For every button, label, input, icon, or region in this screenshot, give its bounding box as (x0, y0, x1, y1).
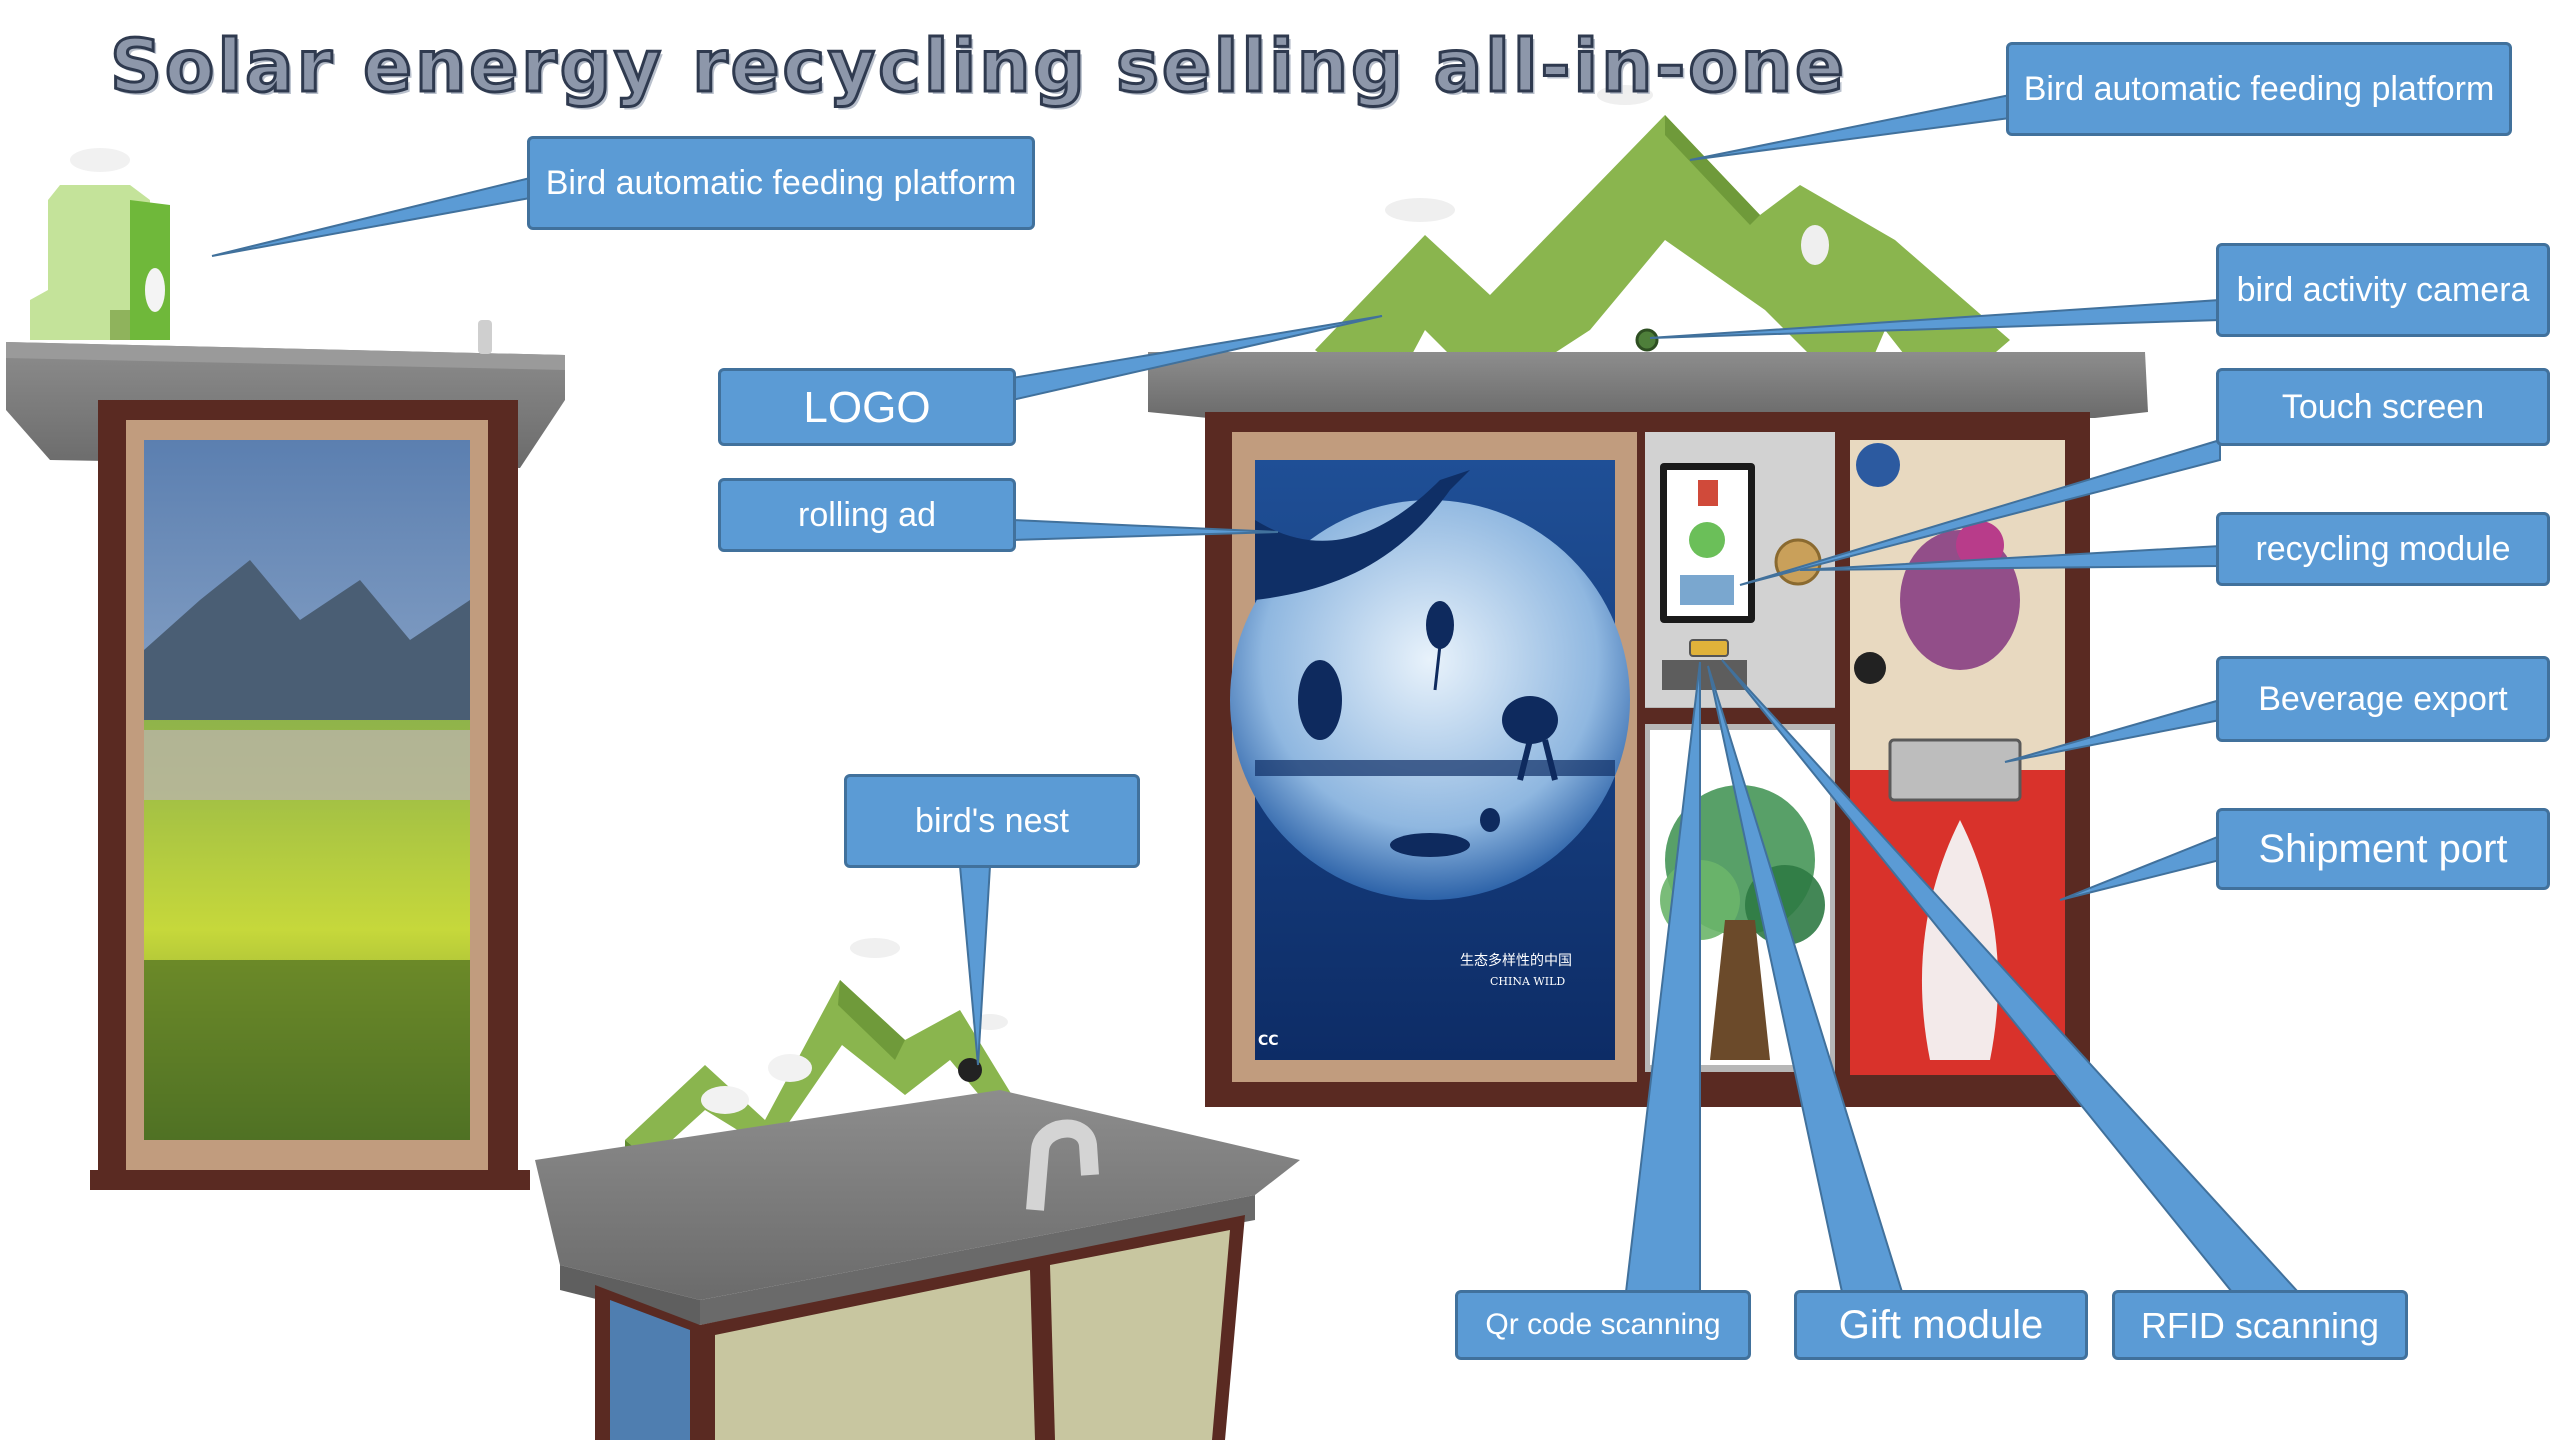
callout-bird-feeding-right-label: Bird automatic feeding platform (2023, 69, 2495, 108)
poster-text-line1: 生态多样性的中国 (1460, 952, 1572, 969)
callout-gift-module-label: Gift module (1838, 1303, 2044, 1347)
birds-nest-kiosk (535, 938, 1300, 1440)
callout-rfid-scanning: RFID scanning (2112, 1290, 2408, 1360)
pointer-bird-feeding-left (211, 176, 531, 257)
callout-rfid-scanning-label: RFID scanning (2140, 1304, 2380, 1346)
callout-beverage-export-label: Beverage export (2258, 679, 2508, 718)
bird-camera-dot (1635, 328, 1659, 352)
poster-text-corner: CC (1258, 1033, 1279, 1049)
callout-bird-activity-camera: bird activity camera (2216, 243, 2550, 337)
callout-bird-feeding-left-label: Bird automatic feeding platform (545, 163, 1017, 202)
callout-qr-code-scanning-label: Qr code scanning (1485, 1308, 1721, 1342)
callout-touch-screen-label: Touch screen (2281, 387, 2485, 426)
page-title: Solar energy recycling selling all-in-on… (109, 23, 1847, 110)
callout-logo-label: LOGO (803, 382, 931, 432)
callout-bird-activity-camera-label: bird activity camera (2236, 270, 2530, 309)
callout-touch-screen: Touch screen (2216, 368, 2550, 446)
callout-recycling-module: recycling module (2216, 512, 2550, 586)
callout-qr-code-scanning: Qr code scanning (1455, 1290, 1751, 1360)
front-view-kiosk (1148, 85, 2148, 1107)
callout-bird-feeding-right: Bird automatic feeding platform (2006, 42, 2512, 136)
callout-birds-nest: bird's nest (844, 774, 1140, 868)
callout-pointers (211, 93, 2301, 1293)
callout-bird-feeding-left: Bird automatic feeding platform (527, 136, 1035, 230)
callout-rolling-ad-label: rolling ad (798, 495, 936, 534)
pointer-touch-screen (1739, 438, 2221, 586)
poster-text-line2: CHINA WILD (1490, 975, 1565, 988)
callout-rolling-ad: rolling ad (718, 478, 1016, 552)
callout-birds-nest-label: bird's nest (915, 801, 1069, 840)
side-view-kiosk (6, 148, 565, 1190)
callout-shipment-port: Shipment port (2216, 808, 2550, 890)
callout-logo: LOGO (718, 368, 1016, 446)
callout-recycling-module-label: recycling module (2255, 529, 2511, 568)
callout-beverage-export: Beverage export (2216, 656, 2550, 742)
callout-gift-module: Gift module (1794, 1290, 2088, 1360)
callout-shipment-port-label: Shipment port (2258, 827, 2508, 871)
